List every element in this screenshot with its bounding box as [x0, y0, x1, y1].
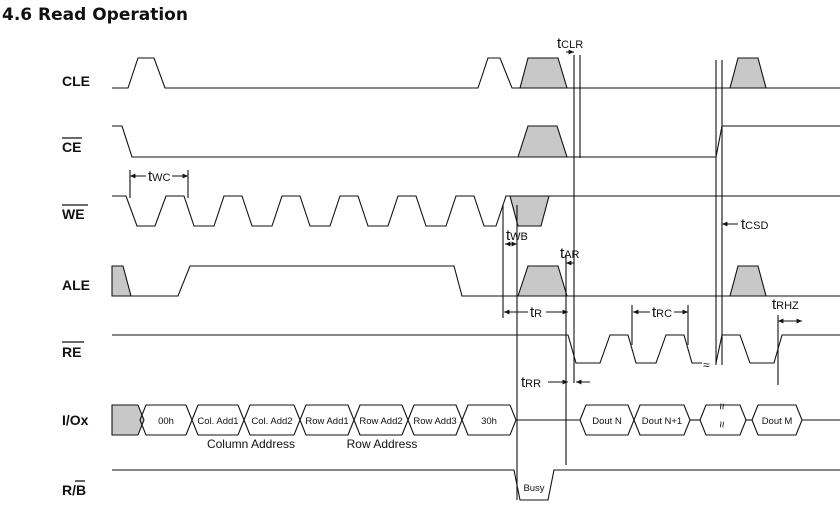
io-cycle-col-add2: Col. Add2 — [251, 416, 292, 427]
signal-we-label: WE — [62, 206, 85, 222]
rb-waveform — [112, 469, 840, 501]
io-cycle-row-add1: Row Add1 — [305, 416, 348, 427]
timing-twb: tWB — [506, 227, 528, 244]
io-cycle-dout-n: Dout N — [592, 416, 622, 427]
timing-tar: tAR — [560, 245, 580, 262]
row-address-label: Row Address — [347, 437, 418, 451]
re-waveform — [112, 334, 840, 364]
signal-ce-label: CE — [62, 139, 81, 155]
io-cycle-row-add3: Row Add3 — [413, 416, 456, 427]
timing-trhz: tRHZ — [772, 296, 799, 313]
signal-re-label: RE — [62, 344, 81, 360]
timing-arrows — [130, 49, 802, 385]
io-bus — [111, 404, 840, 436]
signal-rb-label: R/B — [62, 482, 86, 498]
io-cycle-dout-m: Dout M — [762, 416, 793, 427]
timing-trc: tRC — [652, 304, 672, 321]
svg-text:≈: ≈ — [715, 403, 729, 410]
io-cycle-col-add1: Col. Add1 — [197, 416, 238, 427]
signal-cle-label: CLE — [62, 73, 90, 89]
svg-text:≈: ≈ — [715, 421, 729, 428]
io-cycle-dout-n1: Dout N+1 — [642, 416, 682, 427]
column-address-label: Column Address — [207, 437, 295, 451]
signal-io-label: I/Ox — [62, 412, 89, 428]
we-waveform — [112, 195, 840, 227]
timing-tr: tR — [530, 304, 542, 321]
timing-tcsd: tCSD — [741, 216, 768, 233]
ale-waveform — [111, 265, 840, 297]
reference-lines — [129, 55, 779, 500]
ce-waveform — [112, 125, 840, 158]
svg-text:≈: ≈ — [703, 358, 710, 372]
break-marks: ≈ ≈ ≈ — [703, 358, 729, 428]
timing-trr: tRR — [521, 374, 541, 391]
io-cycle-row-add2: Row Add2 — [359, 416, 402, 427]
io-cycle-00h: 00h — [158, 416, 174, 427]
timing-tclr: tCLR — [557, 35, 583, 52]
timing-twc: tWC — [148, 168, 171, 185]
busy-label: Busy — [523, 483, 544, 494]
cle-waveform — [112, 57, 840, 89]
io-cycle-30h: 30h — [481, 416, 497, 427]
signal-ale-label: ALE — [62, 277, 90, 293]
page-title: 4.6 Read Operation — [2, 5, 188, 25]
